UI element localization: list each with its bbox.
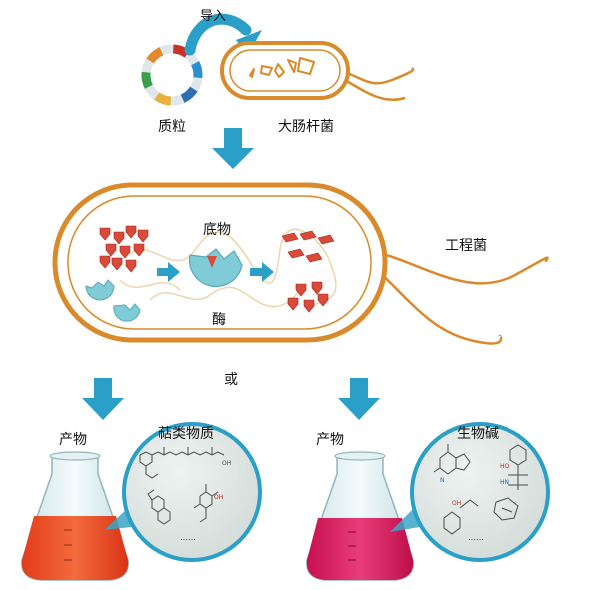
alkaloid-ho-label: HO: [500, 463, 510, 470]
substrate-label: 底物: [203, 222, 231, 238]
ecoli-label: 大肠杆菌: [278, 119, 334, 135]
terpenoid-structures: [139, 447, 225, 525]
alkaloid-more-dots: ……: [468, 533, 484, 542]
ecoli-dna: [249, 57, 315, 78]
substrate-molecule: [113, 231, 125, 245]
plasmid-segment: [180, 86, 198, 103]
alkaloid-n-label: N: [440, 477, 445, 484]
substrate-molecule: [105, 243, 117, 257]
terpenoid-more-dots: ……: [180, 533, 196, 542]
alkaloid-hn-label: HN: [500, 479, 509, 486]
substrate-molecule: [133, 243, 145, 257]
arrow-enzyme-to-product: [250, 262, 274, 282]
product-molecule: [305, 252, 323, 263]
substrate-molecule: [287, 297, 299, 311]
substrate-molecule: [311, 281, 323, 295]
down-arrow-right: [338, 378, 380, 420]
substrate-molecule: [303, 299, 315, 313]
flask-right-liquid: [306, 518, 414, 580]
alkaloid-structures: [433, 444, 528, 535]
substrate-molecule: [317, 293, 329, 307]
substrate-molecule: [99, 227, 111, 241]
alkaloid-oh-label: OH: [452, 500, 461, 507]
substrate-molecule: [125, 225, 137, 239]
enzyme-shapes-left: [85, 279, 141, 322]
flask-left: [21, 451, 129, 581]
down-arrow-top: [212, 128, 254, 169]
substrate-molecule: [99, 255, 111, 269]
enzyme-label: 酶: [212, 312, 226, 328]
arrow-substrate-to-enzyme: [157, 262, 180, 282]
substrate-molecule: [137, 229, 149, 243]
product-molecule: [287, 248, 305, 259]
product-left-label: 产物: [59, 432, 87, 448]
alkaloid-label: 生物碱: [457, 426, 499, 442]
terpenoid-label: 萜类物质: [158, 426, 214, 442]
product-right-label: 产物: [316, 432, 344, 448]
product-molecule: [317, 234, 335, 245]
alkaloid-zoom-circle: N HO HN OH ……: [410, 422, 550, 562]
product-molecule: [299, 230, 317, 241]
terpenoid-zoom-circle: OH OH ……: [122, 422, 262, 562]
plasmid-segment: [146, 47, 164, 64]
substrate-cluster-left: [99, 225, 149, 273]
plasmid-segment: [141, 71, 153, 89]
terpenoid-oh-label: OH: [222, 460, 231, 467]
plasmid-segment: [154, 92, 172, 106]
flask-left-liquid: [21, 516, 129, 580]
plasmid-segment: [191, 61, 203, 79]
plasmid-label: 质粒: [158, 119, 186, 135]
substrate-molecule: [111, 257, 123, 271]
product-cluster-right: [281, 230, 335, 313]
import-label: 导入: [200, 9, 226, 24]
plasmid: [141, 44, 203, 106]
product-molecule: [281, 232, 299, 243]
enzyme-complex: [188, 248, 243, 288]
engineered-label: 工程菌: [445, 238, 487, 254]
or-label: 或: [224, 372, 238, 388]
flask-right: [306, 451, 414, 581]
dna-strands: [119, 228, 337, 308]
substrate-molecule: [125, 259, 137, 273]
terpenoid-oh-label-2: OH: [214, 494, 223, 501]
ecoli-cell: [220, 41, 415, 102]
substrate-molecule: [295, 283, 307, 297]
substrate-molecule: [119, 245, 131, 259]
down-arrow-left: [82, 378, 124, 420]
